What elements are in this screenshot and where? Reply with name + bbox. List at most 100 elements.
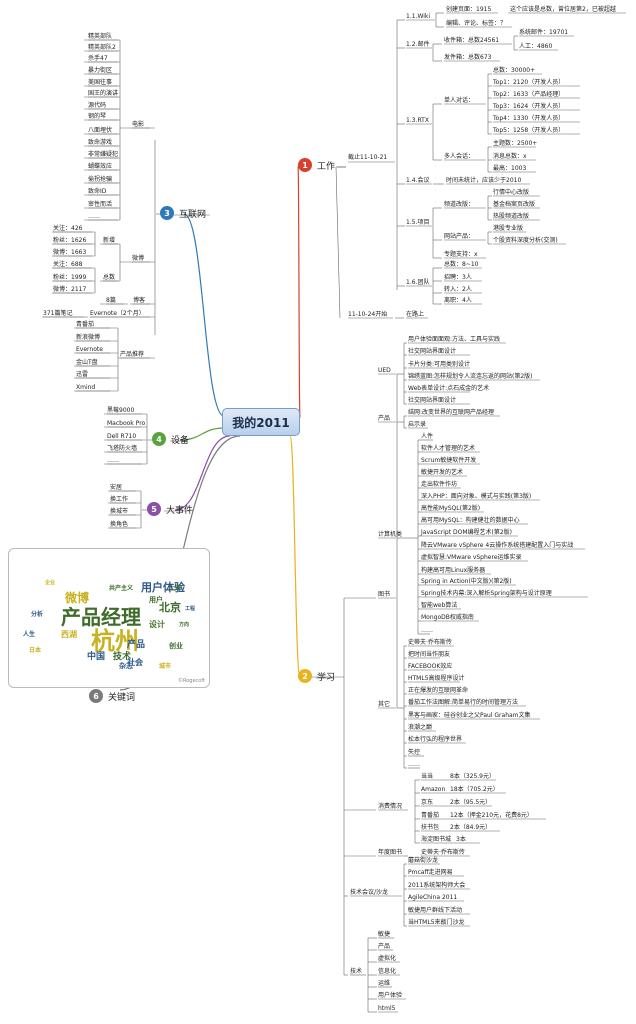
tech-book[interactable]: Spring技术内幕:深入解析Spring架构与设计原理 <box>421 590 552 597</box>
tech-book[interactable]: 深入PHP：面向对象、模式与实践(第3版) <box>421 493 532 500</box>
skill-item[interactable]: 信息化 <box>378 968 397 975</box>
salon-label[interactable]: 技术会议/沙龙 <box>350 889 389 896</box>
product-item[interactable]: 新浪微博 <box>76 334 101 341</box>
after-value[interactable]: 在路上 <box>406 311 425 318</box>
ued-item[interactable]: 社交网站界面设计 <box>408 348 457 355</box>
movie-item[interactable]: 致命游戏 <box>88 139 113 146</box>
tech-book[interactable]: 构建高可用Linux服务器 <box>421 567 486 574</box>
other-book[interactable]: 松本行弘的程序世界 <box>408 736 463 743</box>
tech-book[interactable]: 智能web算法 <box>421 602 458 609</box>
spend-value[interactable]: 3本 <box>456 836 466 843</box>
rtx-multi[interactable]: 多人会话： <box>444 153 475 160</box>
product-item[interactable]: 金山T盘 <box>76 359 98 366</box>
project-channel-item[interactable]: 行情中心改版 <box>493 189 530 196</box>
project-channel-item[interactable]: 热股频道改版 <box>493 213 530 220</box>
meeting-label[interactable]: 1.4.会议 <box>406 177 430 184</box>
skill-item[interactable]: 虚拟化 <box>378 955 397 962</box>
rtx-multi-item[interactable]: 消息总数：x <box>493 153 527 160</box>
project-label[interactable]: 1.5.项目 <box>406 219 430 226</box>
rtx-single-item[interactable]: Top5：1258（开发人员） <box>493 127 565 134</box>
project-website-item[interactable]: 个股资料深度分析(交测) <box>493 237 558 244</box>
other-book[interactable]: 浪潮之巅 <box>408 724 433 731</box>
movie-item[interactable]: 精英部队 <box>88 33 113 40</box>
weibo-new-item[interactable]: 微博：1663 <box>53 249 87 256</box>
rtx-single-item[interactable]: Top3：1624（开发人员） <box>493 103 565 110</box>
weibo-total-item[interactable]: 关注：688 <box>53 261 83 268</box>
spend-value[interactable]: 2本（95.5元） <box>450 799 492 806</box>
other-book[interactable]: FACEBOOK效应 <box>408 663 453 670</box>
event-item[interactable]: 安居 <box>110 484 123 491</box>
rtx-single[interactable]: 单人对话： <box>444 97 475 104</box>
other-book[interactable]: 正在爆发的互联网革命 <box>408 687 469 694</box>
topic-internet[interactable]: 3 互联网 <box>160 206 206 220</box>
rtx-multi-item[interactable]: 主题数：2500+ <box>493 140 538 147</box>
other-book[interactable]: 番茄工作法图解:简单易行的时间管理方法 <box>408 699 519 706</box>
evernote-value[interactable]: 371篇笔记 <box>43 310 73 317</box>
product-item[interactable]: 青番茄 <box>76 321 95 328</box>
tech-book[interactable]: 降云VMware vSphere 4云操作系统搭建配置入门与实战 <box>421 542 574 549</box>
wiki-label[interactable]: 1.1.Wiki <box>406 13 431 20</box>
weibo-label[interactable]: 微博 <box>132 255 145 262</box>
skill-item[interactable]: html5 <box>378 1005 396 1012</box>
tech-book[interactable]: 高可用MySQL：构建健壮的数据中心 <box>421 517 520 524</box>
spend-store[interactable]: 海淀图书城 <box>421 836 452 843</box>
team-item[interactable]: 转入：2人 <box>444 286 472 293</box>
team-item[interactable]: 总数：8~10 <box>444 261 479 268</box>
other-book[interactable]: 失控 <box>408 749 421 756</box>
root-topic[interactable]: 我的2011 <box>222 408 300 436</box>
after-label[interactable]: 11-10-24开始 <box>348 311 388 318</box>
weibo-total-item[interactable]: 微博：2117 <box>53 286 87 293</box>
skill-item[interactable]: 产品 <box>378 943 391 950</box>
project-channel-item[interactable]: 基金档案页改版 <box>493 201 536 208</box>
event-item[interactable]: 换角色 <box>110 521 129 528</box>
salon-item[interactable]: 蘑菇街沙龙 <box>408 857 439 864</box>
tech-book[interactable]: Scrum敏捷软件开发 <box>421 457 477 464</box>
tech-book[interactable]: 虚拟智慧:VMware vSphere运维实录 <box>421 554 522 561</box>
tech-book[interactable]: MongoDB权威指南 <box>421 614 474 621</box>
movie-item[interactable]: 精英部队2 <box>88 44 116 51</box>
evernote-label[interactable]: Evernote（2个月） <box>90 310 145 317</box>
weibo-total-item[interactable]: 粉丝：1999 <box>53 274 87 281</box>
weibo-new[interactable]: 新增 <box>103 237 116 244</box>
mail-outbox[interactable]: 发件箱：总数673 <box>444 54 492 61</box>
movie-item[interactable]: 国王的演讲 <box>88 90 119 97</box>
tech-book[interactable]: 敏捷开发的艺术 <box>421 469 464 476</box>
mail-human[interactable]: 人工：4860 <box>519 43 553 50</box>
rtx-single-item[interactable]: Top2：1633（产品经理） <box>493 91 565 98</box>
ued-item[interactable]: Web表单设计:点石成金的艺术 <box>408 385 490 392</box>
salon-item[interactable]: 当HTML5来敲门沙龙 <box>408 919 465 926</box>
other-label[interactable]: 其它 <box>378 701 391 708</box>
weibo-total[interactable]: 总数 <box>103 274 116 281</box>
movie-item[interactable]: 源代码 <box>88 102 107 109</box>
skill-item[interactable]: 敏捷 <box>378 931 391 938</box>
rtx-multi-item[interactable]: 最高：1003 <box>493 165 527 172</box>
wiki-pages[interactable]: 创建页面：1915 <box>446 6 492 13</box>
movies-label[interactable]: 电影 <box>132 121 145 128</box>
product-item[interactable]: Xmind <box>76 384 96 391</box>
salon-item[interactable]: AgileChina 2011 <box>408 894 458 901</box>
tech-book[interactable]: 人件 <box>421 433 434 440</box>
device-item[interactable]: 飞塔防火墙 <box>107 445 138 452</box>
product-book[interactable]: 启示录 <box>408 421 427 428</box>
movie-item[interactable]: 钢的琴 <box>88 113 107 120</box>
blog-label[interactable]: 博客 <box>133 297 146 304</box>
spend-value[interactable]: 2本（84.9元） <box>450 824 492 831</box>
rtx-label[interactable]: 1.3.RTX <box>406 117 429 124</box>
topic-work[interactable]: 1 工作 <box>298 158 335 172</box>
tech-book[interactable]: …… <box>421 627 433 634</box>
salon-item[interactable]: 2011系统架构师大会 <box>408 882 466 889</box>
spend-store[interactable]: 扶书包 <box>421 824 440 831</box>
spend-label[interactable]: 消费情况 <box>378 803 403 810</box>
topic-study[interactable]: 2 学习 <box>298 669 335 683</box>
topic-events[interactable]: 5 大事件 <box>147 502 193 516</box>
other-book[interactable]: 史蒂夫·乔布斯传 <box>408 639 452 646</box>
tech-book[interactable]: 走出软件作坊 <box>421 481 458 488</box>
rtx-single-item[interactable]: 总数：30000+ <box>493 67 536 74</box>
year-book[interactable]: 史蒂夫·乔布斯传 <box>421 849 465 856</box>
tech-book[interactable]: JavaScript DOM编程艺术(第2版) <box>421 529 513 536</box>
other-book[interactable]: HTML5高级程序设计 <box>408 675 465 682</box>
work-cutoff[interactable]: 截止11-10-21 <box>348 154 388 161</box>
spend-store[interactable]: Amazon <box>421 786 446 793</box>
skill-item[interactable]: 用户体验 <box>378 992 403 999</box>
rtx-single-item[interactable]: Top4：1330（开发人员） <box>493 115 565 122</box>
